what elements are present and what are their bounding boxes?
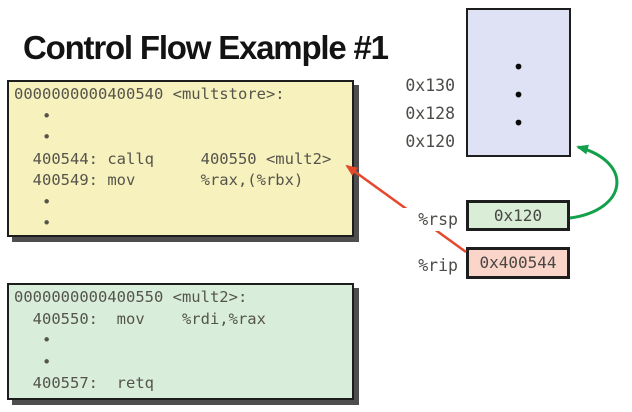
code-line: 0000000000400540 <multstore>: [14, 85, 285, 103]
rsp-pointer-arrow [569, 144, 619, 220]
code-line: • [14, 106, 52, 125]
rip-value: 0x400544 [479, 253, 557, 272]
code-line: 400544: callq 400550 <mult2> [14, 149, 332, 168]
mult2-code-box: 0000000000400550 <mult2>: 400550: mov %r… [7, 283, 354, 400]
stack-dot: • [512, 55, 525, 79]
rsp-value-box: 0x120 [466, 200, 570, 231]
code-line: 400550: mov %rdi,%rax [14, 309, 266, 328]
code-line: • [14, 128, 52, 146]
stack-address-label: 0x120 [405, 132, 455, 151]
rsp-value: 0x120 [493, 206, 543, 225]
multstore-code-box: 0000000000400540 <multstore>: • • 400544… [7, 80, 354, 237]
rsp-label: %rsp [401, 208, 460, 231]
stack-box: • • • [466, 8, 571, 157]
stack-dot: • [512, 83, 525, 107]
code-line: • [14, 331, 52, 349]
code-line: • [14, 192, 52, 211]
stack-address-label: 0x130 [405, 76, 455, 95]
rip-label: %rip [401, 254, 460, 277]
code-line: 0000000000400550 <mult2>: [14, 288, 248, 306]
code-line: 400549: mov %rax,(%rbx) [14, 171, 304, 189]
slide-title: Control Flow Example #1 [23, 29, 389, 66]
rip-value-box: 0x400544 [466, 247, 570, 279]
code-line: • [14, 214, 52, 232]
stack-dot: • [512, 111, 525, 135]
code-line: 400557: retq [14, 374, 154, 392]
code-line: • [14, 352, 52, 371]
stack-address-label: 0x128 [405, 104, 455, 123]
